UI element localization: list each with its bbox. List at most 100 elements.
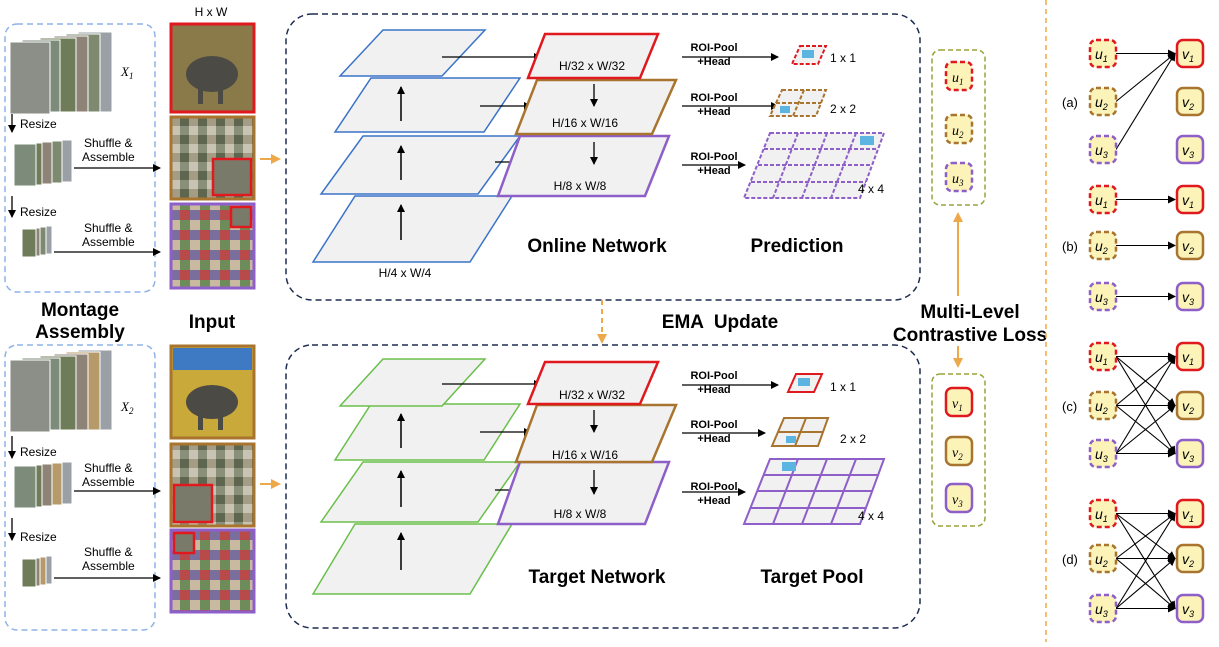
panel-a-node-u-label: u2 bbox=[1095, 94, 1108, 112]
panel-d-node-v-label: v2 bbox=[1182, 551, 1194, 569]
target-grid-4x4 bbox=[742, 458, 886, 525]
target-node-v1: v1 bbox=[952, 397, 963, 413]
panel-a-node-u bbox=[1088, 86, 1118, 117]
target-level-h32: H/32 x W/32 bbox=[559, 388, 625, 402]
panel-d-node-u-label: u2 bbox=[1095, 551, 1108, 569]
panel-a-node-v bbox=[1175, 86, 1205, 117]
resize-label-1: Resize bbox=[20, 117, 57, 131]
target-embeddings bbox=[944, 386, 974, 514]
image-stack-bottom-large bbox=[9, 349, 113, 433]
grid-label-1x1-online: 1 x 1 bbox=[830, 51, 856, 65]
target-roi-1-b: +Head bbox=[697, 384, 730, 396]
prediction-grid-4x4 bbox=[742, 132, 886, 199]
panel-d-edge bbox=[1115, 512, 1176, 559]
panel-b-node-u bbox=[1088, 230, 1118, 261]
panel-d-node-u bbox=[1088, 593, 1118, 624]
target-pool-title: Target Pool bbox=[760, 567, 863, 588]
shuffle-label-2b: Assemble bbox=[82, 235, 135, 249]
panel-b-node-u-label: u3 bbox=[1095, 289, 1108, 307]
panel-a-node-u bbox=[1088, 134, 1118, 165]
online-fpn-pyramid bbox=[311, 29, 522, 263]
online-roi-2-a: ROI-Pool bbox=[690, 92, 737, 104]
target-roi-2-b: +Head bbox=[697, 433, 730, 445]
shuffle-label-1b: Assemble bbox=[82, 150, 135, 164]
panel-b-node-u-label: u1 bbox=[1095, 192, 1108, 210]
prediction-title: Prediction bbox=[751, 236, 844, 257]
input-image-bottom-2x2-highlight bbox=[172, 483, 214, 524]
panel-label-d: (d) bbox=[1062, 552, 1078, 567]
panel-c-node-v-label: v3 bbox=[1182, 446, 1194, 464]
panel-a-node-v bbox=[1175, 38, 1205, 69]
panel-c-node-v bbox=[1175, 390, 1205, 421]
x2-symbol: X2 bbox=[120, 399, 134, 416]
online-roi-3-a: ROI-Pool bbox=[690, 151, 737, 163]
panel-a-edge bbox=[1115, 52, 1176, 150]
panel-b-node-v bbox=[1175, 281, 1205, 312]
panel-c-node-u-label: u3 bbox=[1095, 446, 1108, 464]
panel-d-node-u-label: u3 bbox=[1095, 601, 1108, 619]
target-fpn-pyramid bbox=[311, 358, 522, 595]
panel-c-node-u-label: u1 bbox=[1095, 349, 1108, 367]
panel-b-node-u-label: u2 bbox=[1095, 238, 1108, 256]
panel-a-node-v-label: v2 bbox=[1182, 94, 1194, 112]
x1-symbol: X1 bbox=[120, 64, 133, 81]
input-image-top-4x4-highlight bbox=[229, 205, 253, 229]
target-network-title: Target Network bbox=[529, 567, 666, 588]
panel-c-node-u bbox=[1088, 438, 1118, 469]
input-image-bottom-4x4-highlight bbox=[172, 531, 196, 555]
shuffle-label-4a: Shuffle & bbox=[84, 545, 132, 559]
target-network-box bbox=[285, 344, 921, 629]
target-level-h8: H/8 x W/8 bbox=[554, 507, 607, 521]
target-level-h16: H/16 x W/16 bbox=[552, 448, 618, 462]
panel-d-node-v-label: v1 bbox=[1182, 506, 1194, 524]
shuffle-label-2a: Shuffle & bbox=[84, 221, 132, 235]
panel-c-edge bbox=[1115, 404, 1176, 454]
panel-c-node-u bbox=[1088, 390, 1118, 421]
grid-label-2x2-online: 2 x 2 bbox=[830, 102, 856, 116]
image-stack-top-medium bbox=[13, 139, 73, 187]
panel-c-node-v-label: v2 bbox=[1182, 398, 1194, 416]
panel-a-edge bbox=[1115, 52, 1176, 102]
online-network-title: Online Network bbox=[527, 236, 667, 257]
montage-label-2: Assembly bbox=[35, 322, 125, 343]
panel-d-node-v bbox=[1175, 498, 1205, 529]
target-embedding-box bbox=[931, 373, 986, 527]
panel-b-node-u bbox=[1088, 184, 1118, 215]
target-head-levels bbox=[496, 360, 678, 526]
shuffle-label-3b: Assemble bbox=[82, 475, 135, 489]
panel-label-b: (b) bbox=[1062, 239, 1078, 254]
target-grid-1x1 bbox=[786, 373, 824, 393]
panel-a-node-v-label: v1 bbox=[1182, 46, 1194, 64]
image-stack-bottom-medium bbox=[13, 461, 73, 509]
online-level-h16: H/16 x W/16 bbox=[552, 116, 618, 130]
online-level-h4: H/4 x W/4 bbox=[379, 266, 432, 280]
online-level-h32: H/32 x W/32 bbox=[559, 59, 625, 73]
online-embeddings bbox=[944, 60, 974, 193]
online-node-u1: u1 bbox=[952, 71, 964, 87]
target-roi-3-b: +Head bbox=[697, 495, 730, 507]
loss-label-2: Contrastive Loss bbox=[893, 325, 1047, 346]
panel-d-node-v bbox=[1175, 543, 1205, 574]
input-label: Input bbox=[189, 312, 236, 333]
online-node-u3: u3 bbox=[952, 172, 964, 188]
target-roi-2-a: ROI-Pool bbox=[690, 419, 737, 431]
shuffle-label-4b: Assemble bbox=[82, 559, 135, 573]
montage-label-1: Montage bbox=[41, 300, 119, 321]
online-roi-1-b: +Head bbox=[697, 56, 730, 68]
target-roi-1-a: ROI-Pool bbox=[690, 370, 737, 382]
panel-d-node-u bbox=[1088, 498, 1118, 529]
panel-a-node-v-label: v3 bbox=[1182, 142, 1194, 160]
shuffle-label-3a: Shuffle & bbox=[84, 461, 132, 475]
shuffle-label-1a: Shuffle & bbox=[84, 136, 132, 150]
panel-label-a: (a) bbox=[1062, 95, 1078, 110]
input-image-top-2x2-highlight bbox=[211, 157, 253, 197]
input-image-top-1x1 bbox=[169, 22, 256, 114]
online-roi-2-b: +Head bbox=[697, 106, 730, 118]
panel-a-node-u-label: u3 bbox=[1095, 142, 1108, 160]
panel-c-node-v-label: v1 bbox=[1182, 349, 1194, 367]
panel-c-edge bbox=[1115, 355, 1176, 454]
image-stack-bottom-small bbox=[21, 555, 53, 588]
image-stack-top-small bbox=[21, 225, 53, 258]
panel-c-node-u-label: u2 bbox=[1095, 398, 1108, 416]
